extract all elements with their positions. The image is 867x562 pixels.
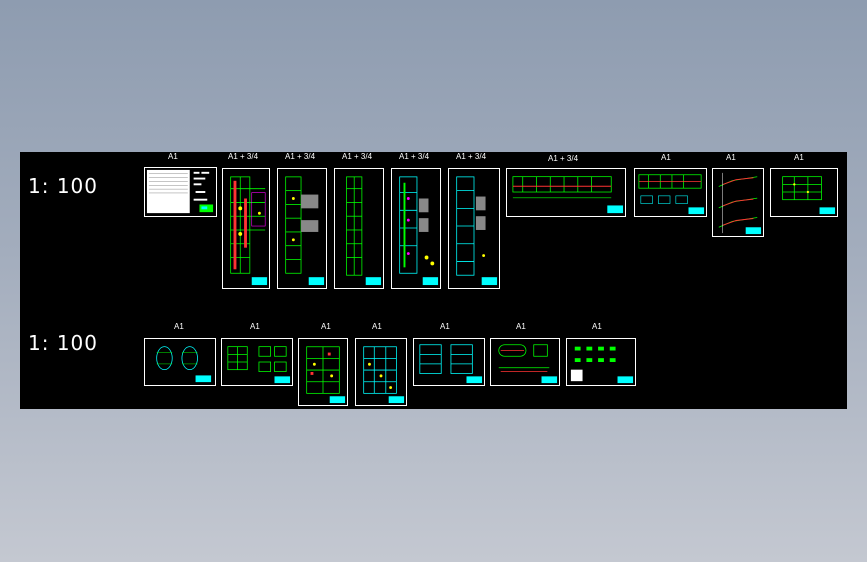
scale-label-row-1: 1: 100 <box>28 174 98 198</box>
drawing-sheet-cover[interactable] <box>144 167 217 217</box>
scale-label-row-2: 1: 100 <box>28 331 98 355</box>
sheet-size-label: A1 + 3/4 <box>548 154 579 163</box>
sheet-size-label: A1 <box>726 153 736 162</box>
sheet-size-label: A1 <box>372 322 382 331</box>
drawing-sheet-plan[interactable] <box>144 338 216 386</box>
sheet-size-label: A1 <box>516 322 526 331</box>
drawing-sheet-section[interactable] <box>712 168 764 237</box>
drawing-sheet-elevation[interactable] <box>506 168 626 217</box>
drawing-sheet-plan[interactable] <box>413 338 485 386</box>
drawing-sheet-detail[interactable] <box>566 338 636 386</box>
sheet-size-label: A1 + 3/4 <box>285 152 316 161</box>
sheet-size-label: A1 + 3/4 <box>456 152 487 161</box>
sheet-size-label: A1 <box>794 153 804 162</box>
drawing-sheet-plan[interactable] <box>355 338 407 406</box>
drawing-sheet-plan[interactable] <box>221 338 293 386</box>
sheet-size-label: A1 <box>321 322 331 331</box>
drawing-sheet-plan[interactable] <box>334 168 384 289</box>
sheet-size-label: A1 + 3/4 <box>399 152 430 161</box>
drawing-sheet-plan[interactable] <box>391 168 441 289</box>
sheet-size-label: A1 <box>440 322 450 331</box>
drawing-sheet-plan[interactable] <box>298 338 348 406</box>
drawing-sheet-plan[interactable] <box>222 168 270 289</box>
drawing-sheet-plan[interactable] <box>448 168 500 289</box>
drawing-sheet-plan[interactable] <box>277 168 327 289</box>
model-space-canvas[interactable]: 1: 100 1: 100 A1 A1 + 3/4 A1 + 3/4 A1 + … <box>20 152 847 409</box>
sheet-size-label: A1 + 3/4 <box>228 152 259 161</box>
sheet-size-label: A1 <box>168 152 178 161</box>
drawing-sheet-elevation[interactable] <box>634 168 707 217</box>
sheet-size-label: A1 <box>174 322 184 331</box>
drawing-sheet-detail[interactable] <box>490 338 560 386</box>
drawing-sheet-detail[interactable] <box>770 168 838 217</box>
sheet-size-label: A1 <box>661 153 671 162</box>
sheet-size-label: A1 <box>250 322 260 331</box>
sheet-size-label: A1 + 3/4 <box>342 152 373 161</box>
sheet-size-label: A1 <box>592 322 602 331</box>
